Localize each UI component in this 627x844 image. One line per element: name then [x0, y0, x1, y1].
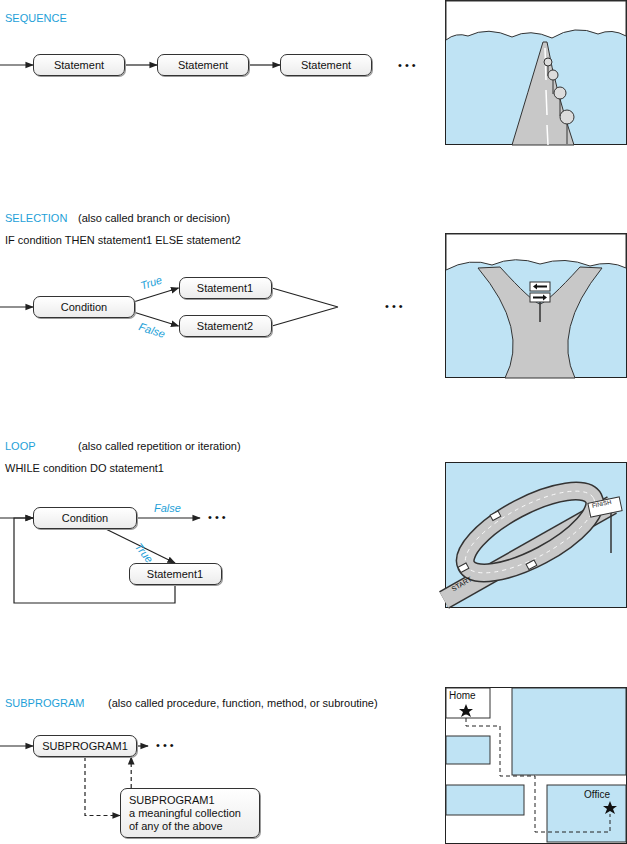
illustration-part [530, 282, 550, 291]
box-title: SUBPROGRAM1 [129, 794, 251, 807]
illustration-part [137, 517, 200, 518]
illustration-part [512, 688, 626, 775]
process-box: SUBPROGRAM1a meaningful collection of an… [120, 788, 260, 838]
note-label: • • • [385, 300, 403, 313]
flow-arrow [249, 64, 280, 65]
fork-illustration [446, 234, 627, 379]
illustration-part [0, 745, 33, 746]
illustration-part [547, 785, 626, 842]
illustration-part [137, 745, 148, 746]
track-illustration [444, 463, 627, 608]
note-label: (also called procedure, function, method… [108, 697, 378, 710]
illustration-part [603, 801, 617, 814]
box-title: Statement2 [197, 320, 253, 333]
note-label: • • • [208, 511, 226, 524]
road-illustration [446, 1, 627, 146]
illustration-part [544, 58, 574, 144]
process-box: Condition [33, 296, 135, 318]
note-label: (also called repetition or iteration) [78, 440, 241, 453]
illustration-part [478, 267, 602, 378]
branch-label: True [139, 274, 164, 293]
heading-label: SUBPROGRAM [5, 697, 84, 710]
illustration-part [610, 510, 612, 553]
illustration-part [446, 736, 490, 764]
illustration-part [553, 80, 554, 94]
illustration-part [454, 475, 606, 589]
box-title: Statement1 [197, 282, 253, 295]
illustration-part [446, 688, 626, 842]
illustration-part [512, 42, 574, 145]
flow-lines [0, 65, 338, 746]
illustration-part [526, 560, 537, 570]
map-illustration [446, 688, 627, 844]
process-box: Statement1 [129, 563, 222, 585]
illustration-part [459, 704, 473, 717]
illustration-part [560, 110, 574, 124]
flow-arrow [125, 64, 157, 65]
illustration-part [539, 300, 541, 322]
illustration-part [530, 293, 550, 302]
illustration-part [567, 124, 568, 144]
illustration-part [490, 511, 501, 521]
flow-arrow [131, 757, 132, 788]
process-box: Statement1 [179, 277, 272, 299]
illustration-part [458, 511, 537, 573]
heading-label: False [154, 502, 181, 515]
illustration-part [0, 306, 33, 307]
note-label: FINISH [591, 498, 612, 510]
flow-arrow [85, 757, 120, 816]
box-title: Condition [62, 512, 108, 525]
illustration-part [533, 295, 547, 301]
process-box: Statement [157, 54, 249, 76]
heading-label: SELECTION [5, 212, 67, 225]
note-label: Home [449, 690, 476, 702]
box-title: Statement [301, 59, 351, 72]
branch-label: False [137, 320, 167, 341]
box-body: a meaningful collection of any of the ab… [129, 807, 251, 833]
illustration-part [446, 688, 627, 844]
illustration-part [454, 475, 606, 589]
heading-label: SEQUENCE [5, 12, 67, 25]
illustration-part [0, 64, 33, 65]
note-label: (also called branch or decision) [78, 212, 230, 225]
heading-label: LOOP [5, 440, 36, 453]
illustration-part [466, 711, 610, 832]
illustration-part [588, 497, 622, 517]
process-box: Statement [280, 54, 372, 76]
illustration-part [544, 58, 552, 66]
illustration-part [548, 70, 558, 80]
illustration-part [446, 1, 627, 145]
branch-label: True [132, 540, 156, 565]
process-box: Statement2 [179, 315, 272, 337]
illustration-part [560, 99, 561, 116]
box-title: SUBPROGRAM1 [42, 740, 128, 753]
note-label: IF condition THEN statement1 ELSE statem… [5, 234, 241, 247]
note-label: • • • [398, 59, 416, 72]
box-title: Statement [54, 59, 104, 72]
illustration-part [272, 288, 338, 326]
process-box: SUBPROGRAM1 [33, 735, 137, 757]
illustration-part [454, 475, 606, 589]
flow-arrow [14, 518, 175, 603]
process-box: Condition [33, 507, 137, 529]
illustration-part [446, 234, 626, 270]
note-label: Office [584, 789, 610, 801]
illustration-part [446, 234, 627, 378]
illustration-part [458, 563, 469, 573]
illustration-part [533, 284, 547, 290]
box-title: Condition [61, 301, 107, 314]
box-title: Statement [178, 59, 228, 72]
illustration-part [446, 1, 626, 40]
illustration-part [446, 785, 524, 815]
illustration-part [446, 688, 490, 718]
note-label: START [450, 574, 474, 593]
note-label: • • • [156, 739, 174, 752]
box-title: Statement1 [147, 568, 203, 581]
note-label: WHILE condition DO statement1 [5, 462, 164, 475]
illustration-part [554, 87, 566, 99]
process-box: Statement [33, 54, 125, 76]
